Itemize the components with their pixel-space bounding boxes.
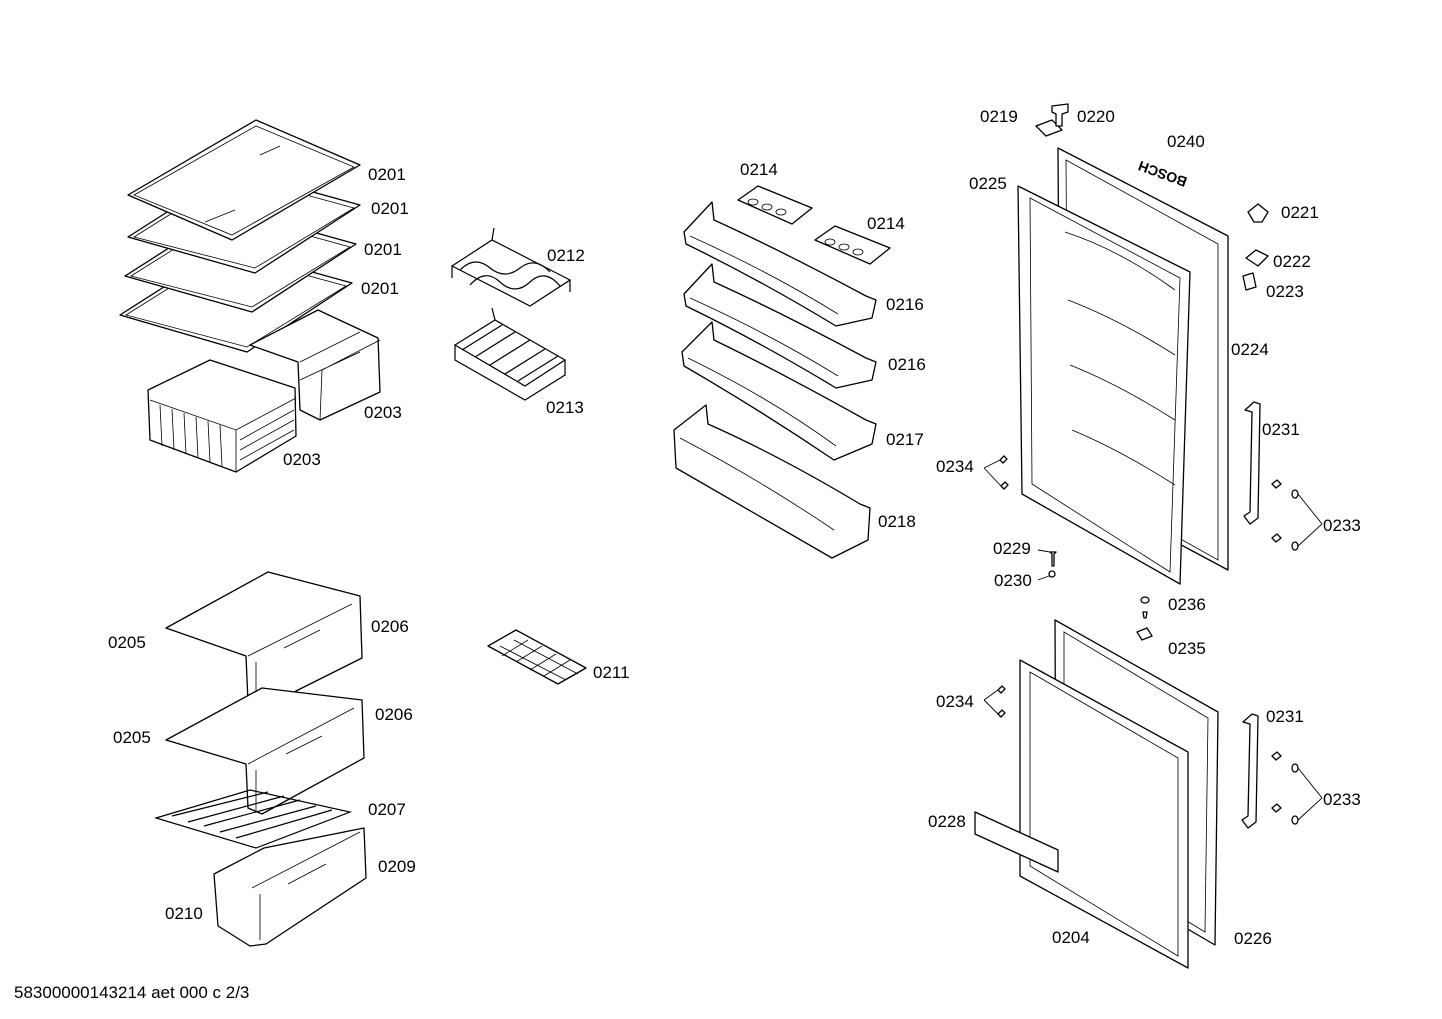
label-0211: 0211 [593,663,630,682]
label-0234-a: 0234 [936,457,974,476]
label-0222: 0222 [1273,252,1311,271]
label-0235: 0235 [1168,639,1206,658]
wire-bottle-rack-0212 [450,227,572,307]
label-0205-b: 0205 [113,728,151,747]
label-0203-a: 0203 [364,403,402,422]
label-0203-b: 0203 [283,450,321,469]
label-0204: 0204 [1052,928,1090,947]
label-0214-b: 0214 [867,214,905,233]
label-0225: 0225 [969,174,1007,193]
label-0210: 0210 [165,904,203,923]
label-0214-a: 0214 [740,160,778,179]
lower-door-assembly [974,596,1323,969]
label-0216-b: 0216 [888,355,926,374]
wire-rack-0213 [453,307,567,401]
door-shelves [673,185,891,559]
label-0207: 0207 [368,800,406,819]
bosch-logo: BOSCH [1136,158,1189,190]
crisper-boxes-0203 [147,309,381,473]
label-0213: 0213 [546,398,584,417]
label-0201-a: 0201 [368,165,406,184]
label-0212: 0212 [547,246,585,265]
label-0233-a: 0233 [1323,516,1361,535]
label-0205-a: 0205 [108,633,146,652]
label-0240: 0240 [1167,132,1205,151]
label-0201-b: 0201 [371,199,409,218]
label-0234-b: 0234 [936,692,974,711]
label-0231-a: 0231 [1262,420,1300,439]
label-0206-b: 0206 [375,705,413,724]
label-0224: 0224 [1231,340,1269,359]
label-0229: 0229 [993,539,1031,558]
upper-door-assembly [983,103,1323,585]
label-0201-c: 0201 [364,240,402,259]
label-0220: 0220 [1077,107,1115,126]
label-0236: 0236 [1168,595,1206,614]
label-0230: 0230 [994,571,1032,590]
label-0228: 0228 [928,812,966,831]
label-0209: 0209 [378,857,416,876]
label-0231-b: 0231 [1266,707,1304,726]
label-0233-b: 0233 [1323,790,1361,809]
label-0223: 0223 [1266,282,1304,301]
drawing-number-footer: 58300000143214 aet 000 c 2/3 [14,983,249,1002]
label-0216-a: 0216 [886,295,924,314]
label-0201-d: 0201 [361,279,399,298]
freezer-drawers [153,571,367,947]
label-0226: 0226 [1234,929,1272,948]
label-0219: 0219 [980,107,1018,126]
label-0218: 0218 [878,512,916,531]
glass-shelves-0201 [119,119,361,353]
label-0221: 0221 [1281,203,1319,222]
ice-tray-0211 [487,629,587,685]
label-0206-a: 0206 [371,617,409,636]
label-0217: 0217 [886,430,924,449]
